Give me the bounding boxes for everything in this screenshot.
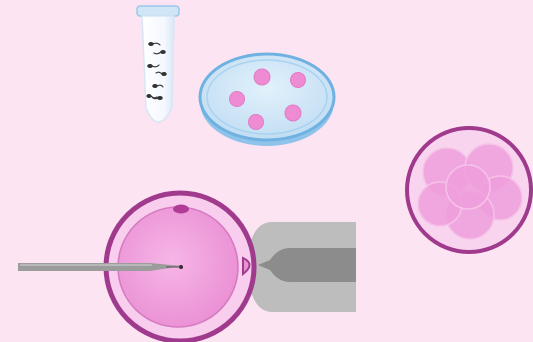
polar-body-icon xyxy=(173,205,189,214)
petri-dish-icon xyxy=(200,54,334,146)
holding-pipette-icon xyxy=(250,222,356,312)
embryo-icon xyxy=(407,128,531,252)
